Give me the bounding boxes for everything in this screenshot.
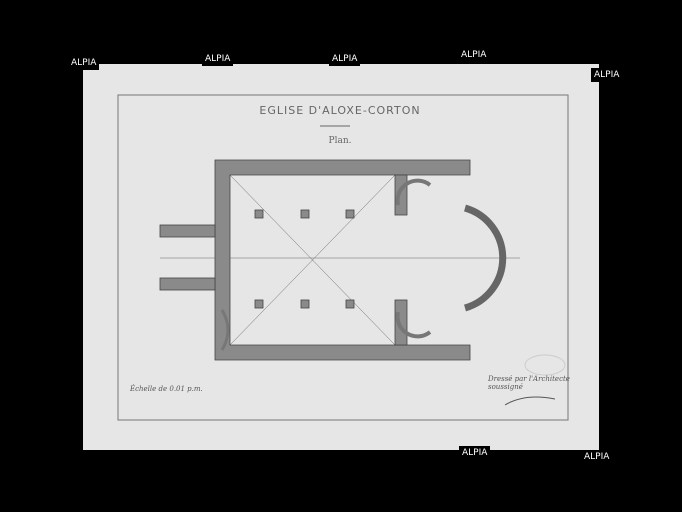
pillar [300, 209, 310, 219]
frame-border [117, 94, 569, 421]
narthex-wall-bottom [159, 277, 216, 291]
pillar [300, 299, 310, 309]
pillar [345, 209, 355, 219]
apse [463, 204, 507, 312]
drawing-subtitle: Plan. [328, 136, 352, 146]
narthex-wall-top [159, 224, 216, 238]
pillar [345, 299, 355, 309]
alpia-label: ALPIA [591, 68, 623, 82]
pillar [254, 209, 264, 219]
nave-walls [214, 159, 471, 361]
chapel-niche [395, 311, 432, 339]
alpia-label: ALPIA [329, 52, 361, 66]
transept-wall [394, 299, 408, 346]
alpia-label: ALPIA [458, 48, 490, 62]
drawing-title: EGLISE D'ALOXE-CORTON [259, 104, 421, 117]
alpia-label: ALPIA [581, 450, 613, 464]
pillar [254, 299, 264, 309]
plan-sheet [83, 64, 599, 450]
chapel-niche [395, 178, 432, 206]
vault-line [229, 174, 396, 346]
scale-note: Échelle de 0.01 p.m. [130, 385, 203, 393]
signature [504, 396, 556, 406]
stair [220, 309, 230, 351]
stamp [524, 354, 566, 376]
alpia-label: ALPIA [202, 52, 234, 66]
alpia-label: ALPIA [68, 56, 100, 70]
alpia-label: ALPIA [459, 446, 491, 460]
signature-note: Dressé par l'Architecte soussigné [488, 375, 570, 391]
